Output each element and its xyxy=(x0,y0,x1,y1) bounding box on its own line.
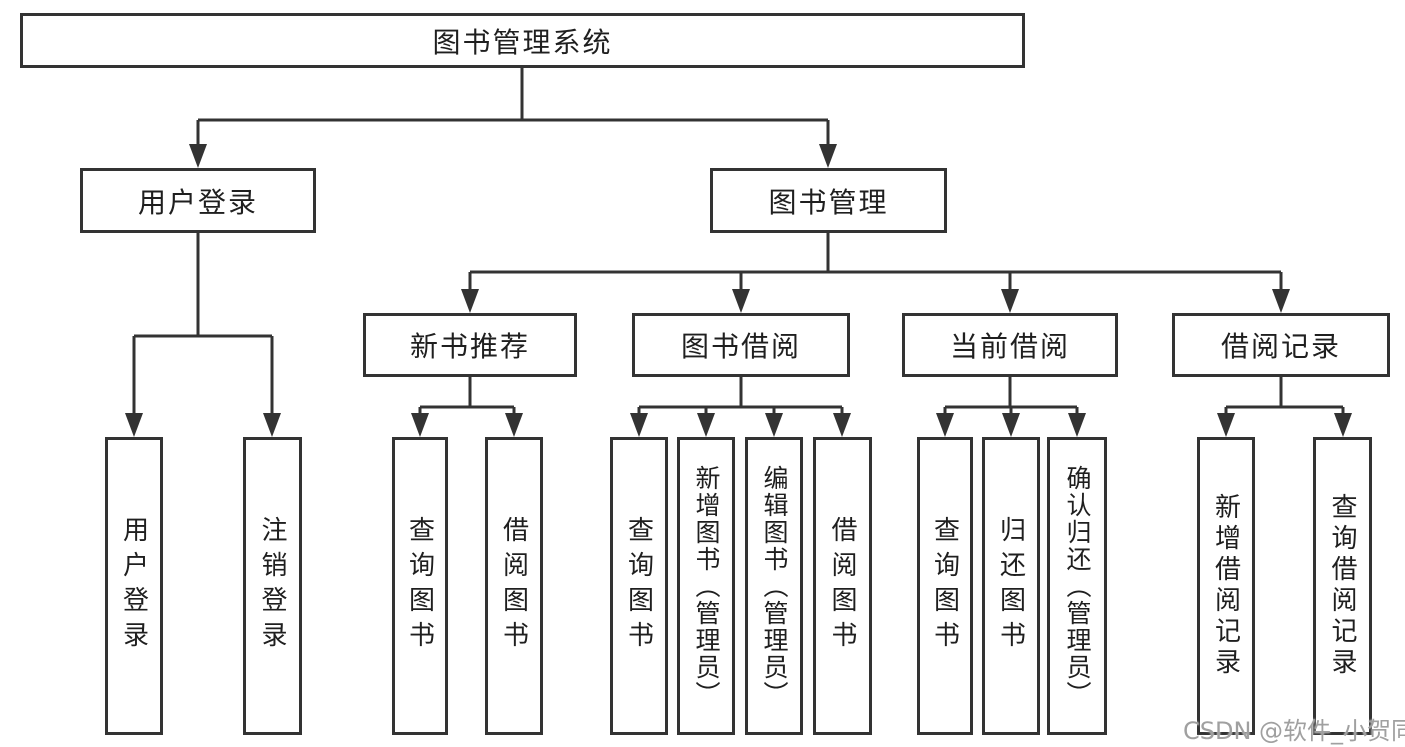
node-leaf-confirm-return: 确认归还（管理员） xyxy=(1047,437,1107,735)
node-book-mgmt: 图书管理 xyxy=(710,168,947,233)
edge-arrowhead xyxy=(1068,413,1086,437)
node-current-borrow: 当前借阅 xyxy=(902,313,1118,377)
edge-arrowhead xyxy=(1334,413,1352,437)
edge-arrowhead xyxy=(819,144,837,168)
edge-arrowhead xyxy=(1001,289,1019,313)
node-label: 新增借阅记录 xyxy=(1210,493,1241,679)
node-label: 图书管理 xyxy=(768,185,889,219)
edge-arrowhead xyxy=(936,413,954,437)
node-borrow-record: 借阅记录 xyxy=(1172,313,1390,377)
node-new-book-rec: 新书推荐 xyxy=(363,313,577,377)
node-label: 查询图书 xyxy=(404,516,435,656)
node-label: 确认归还（管理员） xyxy=(1063,464,1092,708)
edge-arrowhead xyxy=(1272,289,1290,313)
edge-arrowhead xyxy=(411,413,429,437)
node-label: 注销登录 xyxy=(257,516,287,656)
node-label: 编辑图书（管理员） xyxy=(760,464,789,708)
edge-arrowhead xyxy=(833,413,851,437)
edge-arrowhead xyxy=(125,413,143,437)
edge-arrowhead xyxy=(1217,413,1235,437)
node-label: 归还图书 xyxy=(995,516,1026,656)
node-label: 查询图书 xyxy=(623,516,654,656)
edge-arrowhead xyxy=(461,289,479,313)
node-leaf-borrow-book-2: 借阅图书 xyxy=(813,437,872,735)
edge-arrowhead xyxy=(732,289,750,313)
node-leaf-edit-book: 编辑图书（管理员） xyxy=(745,437,803,735)
watermark: CSDN @软件_小贺同学 xyxy=(1183,717,1405,745)
node-label: 查询借阅记录 xyxy=(1327,493,1357,679)
node-label: 新书推荐 xyxy=(409,330,530,363)
node-user-login: 用户登录 xyxy=(80,168,316,233)
node-label: 当前借阅 xyxy=(949,330,1070,363)
node-leaf-query-book-2: 查询图书 xyxy=(610,437,668,735)
node-leaf-return-book: 归还图书 xyxy=(982,437,1040,735)
edge-arrowhead xyxy=(189,144,207,168)
node-leaf-user-login: 用户登录 xyxy=(105,437,163,735)
edge-arrowhead xyxy=(263,413,281,437)
node-label: 图书借阅 xyxy=(680,330,801,363)
node-label: 查询图书 xyxy=(929,516,960,656)
node-label: 借阅图书 xyxy=(498,516,529,656)
edge-arrowhead xyxy=(630,413,648,437)
node-label: 借阅图书 xyxy=(827,516,857,656)
node-leaf-query-book-1: 查询图书 xyxy=(392,437,448,735)
node-leaf-logout: 注销登录 xyxy=(243,437,302,735)
node-leaf-query-book-3: 查询图书 xyxy=(917,437,973,735)
node-label: 用户登录 xyxy=(118,516,149,656)
node-label: 图书管理系统 xyxy=(432,25,613,59)
node-leaf-add-record: 新增借阅记录 xyxy=(1197,437,1255,735)
edge-arrowhead xyxy=(1002,413,1020,437)
node-label: 新增图书（管理员） xyxy=(692,464,721,708)
node-root: 图书管理系统 xyxy=(20,13,1025,68)
node-leaf-add-book: 新增图书（管理员） xyxy=(677,437,735,735)
node-label: 借阅记录 xyxy=(1220,330,1341,363)
node-book-borrow: 图书借阅 xyxy=(632,313,850,377)
node-leaf-borrow-book-1: 借阅图书 xyxy=(485,437,543,735)
edge-arrowhead xyxy=(765,413,783,437)
node-leaf-query-record: 查询借阅记录 xyxy=(1313,437,1372,735)
node-label: 用户登录 xyxy=(137,185,258,219)
edge-arrowhead xyxy=(697,413,715,437)
edge-arrowhead xyxy=(505,413,523,437)
